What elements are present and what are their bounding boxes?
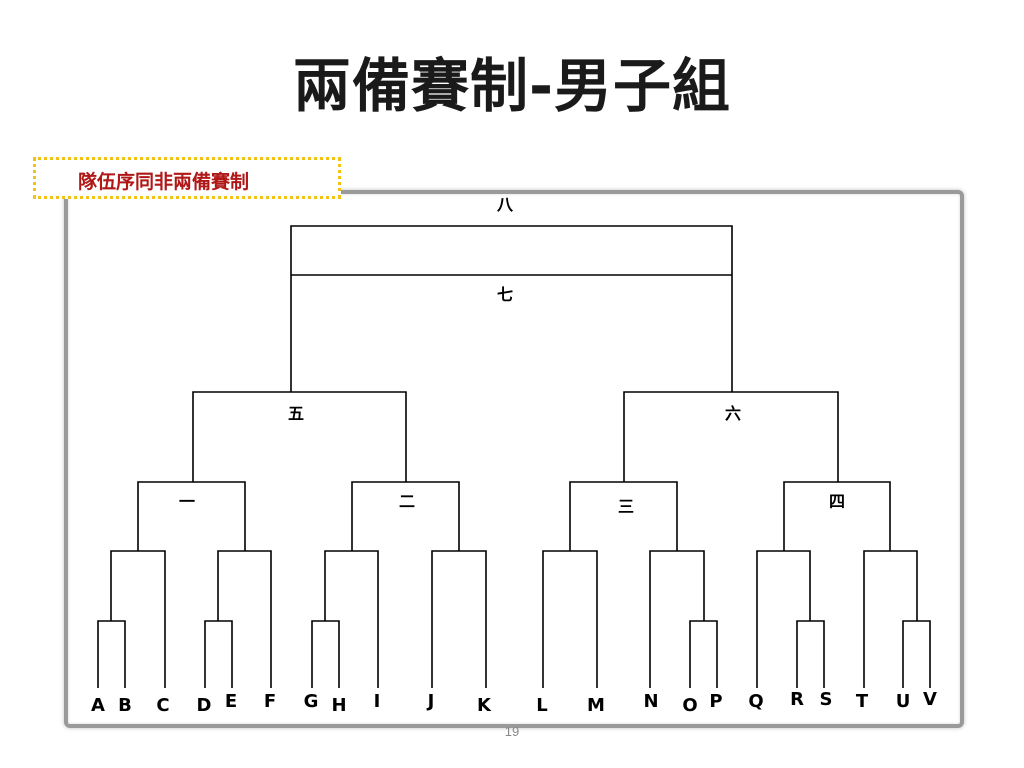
bracket-line-de-f [217, 550, 272, 688]
page-number: 19 [504, 724, 520, 739]
round-labels: 八 七 五 六 一 二 三 四 [179, 195, 845, 516]
bracket-lines [97, 225, 931, 688]
slide-title: 兩備賽制-男子組 [292, 52, 732, 120]
team-label: E [225, 691, 237, 712]
team-label: A [91, 695, 105, 716]
note-box: 隊伍序同非兩備賽制 [33, 157, 341, 199]
note-text: 隊伍序同非兩備賽制 [78, 171, 250, 193]
bracket-line-u-v [902, 620, 931, 688]
bracket-line-j-k [431, 550, 487, 688]
bracket-line-ab-c [110, 550, 166, 688]
team-label: S [820, 689, 833, 710]
bracket-line-a-b [97, 620, 126, 688]
round-label-2: 二 [399, 492, 415, 511]
round-label-4: 四 [829, 492, 845, 511]
round-label-1: 一 [179, 492, 195, 511]
team-label: B [118, 695, 132, 716]
team-label: T [856, 691, 869, 712]
bracket-line-match-1 [137, 481, 246, 551]
team-label: V [923, 689, 937, 710]
team-label: Q [748, 691, 763, 712]
final-box [290, 225, 733, 275]
team-label: H [331, 695, 346, 716]
bracket-line-match-6 [623, 391, 839, 482]
team-label: J [426, 691, 435, 712]
bracket-line-gh-i [324, 550, 379, 688]
bracket-line-l-m [542, 550, 598, 688]
team-label: P [709, 691, 722, 712]
bracket-line-t-uv [863, 550, 918, 688]
bracket-line-o-p [689, 620, 718, 688]
round-label-8: 八 [496, 195, 514, 214]
team-label: R [790, 689, 804, 710]
team-label: O [682, 695, 697, 716]
bracket-line-n-op [649, 550, 705, 688]
team-label: U [896, 691, 911, 712]
team-label: K [477, 695, 492, 716]
team-label: C [156, 695, 169, 716]
bracket-line-match-5 [192, 391, 407, 482]
team-label: L [536, 695, 547, 716]
bracket-line-d-e [204, 620, 233, 688]
team-label: M [587, 695, 605, 716]
round-label-3: 三 [618, 497, 634, 516]
bracket-line-q-rs [756, 550, 811, 688]
round-label-5: 五 [288, 404, 304, 423]
bracket-line-match-2 [351, 481, 460, 551]
team-label: G [304, 691, 319, 712]
team-labels: A B C D E F G H I J K L M N O P Q R S T … [91, 689, 937, 716]
round-label-7: 七 [497, 285, 513, 304]
team-label: N [643, 691, 658, 712]
bracket-frame [64, 190, 964, 728]
round-label-6: 六 [725, 404, 741, 423]
bracket-line-r-s [796, 620, 825, 688]
bracket-line-match-4 [783, 481, 891, 551]
bracket-line-match-3 [569, 481, 678, 551]
team-label: F [264, 691, 276, 712]
bracket-line-g-h [311, 620, 340, 688]
team-label: D [197, 695, 212, 716]
team-label: I [374, 691, 381, 712]
